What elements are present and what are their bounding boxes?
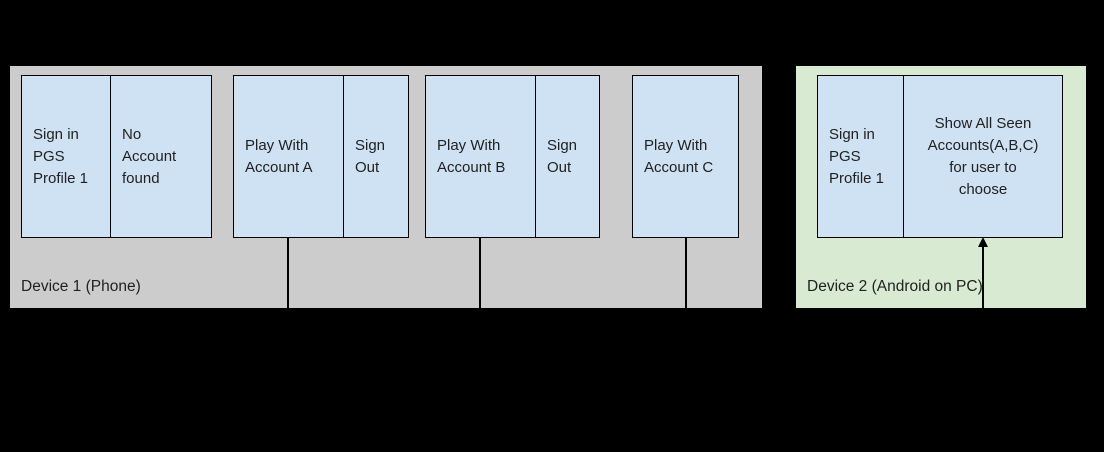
node-show-all-seen-accounts: Show All Seen Accounts(A,B,C) for user t…	[903, 76, 1062, 237]
node-group-account-b: Play With Account B Sign Out	[425, 75, 600, 238]
node-group-device2-sign-in: Sign in PGS Profile 1 Show All Seen Acco…	[817, 75, 1063, 238]
device-2-container: Sign in PGS Profile 1 Show All Seen Acco…	[796, 66, 1086, 308]
device-1-container: Sign in PGS Profile 1 No Account found P…	[10, 66, 762, 308]
node-play-with-account-c: Play With Account C	[633, 76, 738, 237]
node-play-with-account-a: Play With Account A	[234, 76, 343, 237]
connector-line-account-b	[479, 238, 481, 308]
connector-line-account-a	[287, 238, 289, 308]
device-1-label: Device 1 (Phone)	[21, 278, 141, 295]
connector-line-show-accounts	[982, 246, 984, 308]
node-sign-in-pgs-profile-1: Sign in PGS Profile 1	[22, 76, 110, 237]
node-group-sign-in-no-account: Sign in PGS Profile 1 No Account found	[21, 75, 212, 238]
node-sign-out-b: Sign Out	[535, 76, 599, 237]
node-no-account-found: No Account found	[110, 76, 211, 237]
connector-line-account-c	[685, 238, 687, 308]
node-play-with-account-b: Play With Account B	[426, 76, 535, 237]
node-sign-out-a: Sign Out	[343, 76, 408, 237]
node-sign-in-pgs-profile-1-device2: Sign in PGS Profile 1	[818, 76, 903, 237]
device-2-label: Device 2 (Android on PC)	[807, 278, 983, 295]
node-group-account-a: Play With Account A Sign Out	[233, 75, 409, 238]
arrow-up-icon	[978, 237, 988, 247]
node-group-account-c: Play With Account C	[632, 75, 739, 238]
